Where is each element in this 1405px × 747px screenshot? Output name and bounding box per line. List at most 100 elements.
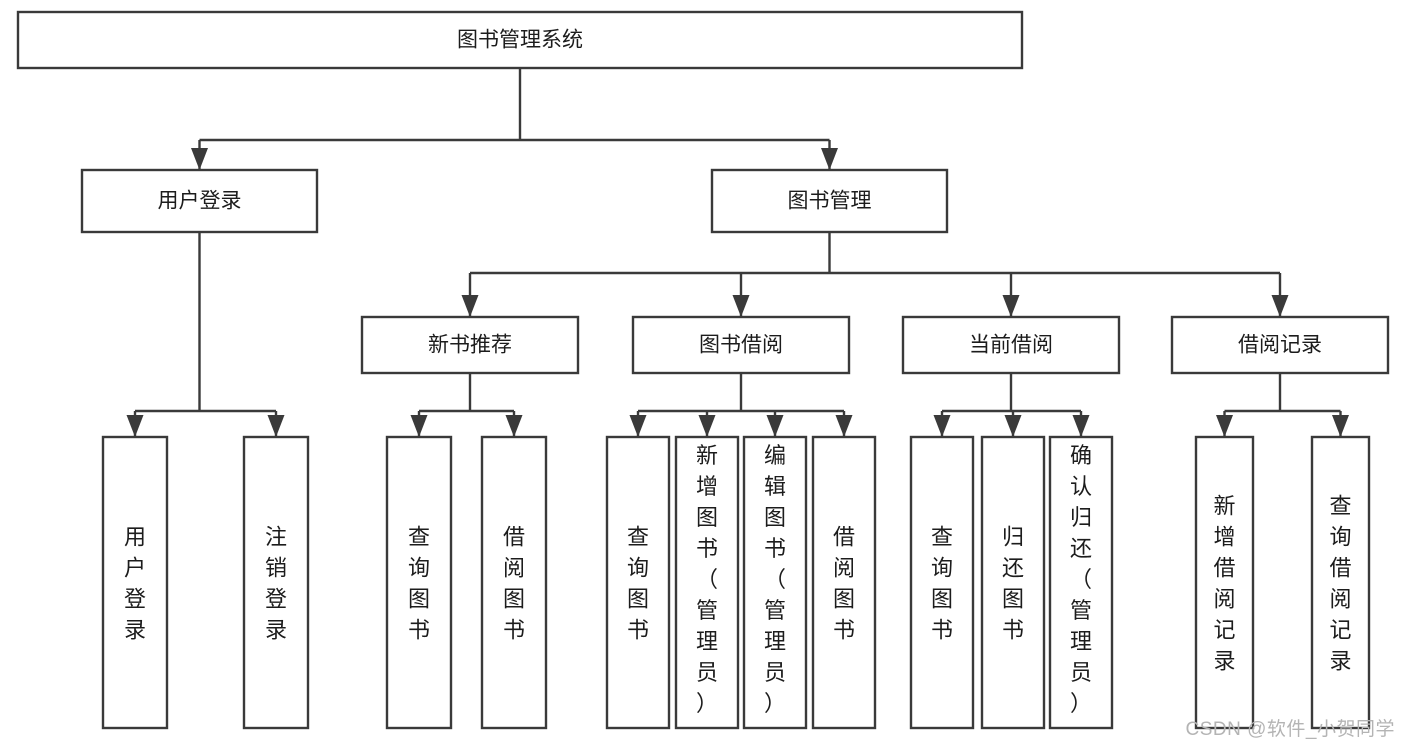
- node-label-char: 图: [833, 587, 855, 612]
- node-label-char: 图: [1002, 587, 1024, 612]
- node-leaf-user-login[interactable]: 用户登录用户登录: [101, 435, 169, 730]
- node-user-login[interactable]: 用户登录: [80, 168, 319, 234]
- node-box[interactable]: [901, 315, 1121, 375]
- node-label-char: 书: [1002, 618, 1024, 643]
- arrow-head-icon: [1271, 295, 1289, 317]
- node-borrow-record[interactable]: 借阅记录: [1170, 315, 1390, 375]
- node-label-char: 确: [1070, 443, 1092, 468]
- node-label-char: 员: [1070, 660, 1092, 685]
- node-box[interactable]: [1194, 435, 1255, 730]
- node-box[interactable]: [909, 435, 975, 730]
- node-box[interactable]: [811, 435, 877, 730]
- node-label-char: 理: [764, 629, 786, 654]
- node-label-char: 新: [696, 443, 718, 468]
- node-label-char: 新: [1213, 494, 1235, 519]
- node-leaf-borrow-book-1[interactable]: 借阅图书借阅图书: [480, 435, 548, 730]
- node-label-char: 理: [1070, 629, 1092, 654]
- node-leaf-add-record[interactable]: 新增借阅记录新增借阅记录: [1194, 435, 1255, 730]
- node-label-char: 阅: [1329, 587, 1351, 612]
- node-leaf-query-book-2[interactable]: 查询图书查询图书: [605, 435, 671, 730]
- node-label-char: 编: [764, 443, 786, 468]
- node-label-char: 阅: [833, 556, 855, 581]
- node-root-system[interactable]: 图书管理系统: [16, 10, 1024, 70]
- node-label: 当前借阅: [969, 334, 1053, 357]
- node-label-char: 用: [124, 525, 146, 550]
- node-label-char: 录: [265, 618, 287, 643]
- node-label-char: 还: [1070, 536, 1092, 561]
- node-new-book-rec[interactable]: 新书推荐: [360, 315, 580, 375]
- node-label-char: 归: [1002, 525, 1024, 550]
- node-label-char: （: [1070, 567, 1092, 592]
- node-label-char: 书: [833, 618, 855, 643]
- node-label-char: 认: [1070, 474, 1092, 499]
- node-label-char: 阅: [503, 556, 525, 581]
- node-label-char: 录: [1213, 649, 1235, 674]
- node-label: 图书借阅: [699, 334, 783, 357]
- node-label-char: 书: [408, 618, 430, 643]
- node-box[interactable]: [385, 435, 453, 730]
- node-label: 用户登录: [158, 190, 242, 213]
- node-box[interactable]: [480, 435, 548, 730]
- node-box[interactable]: [742, 435, 808, 730]
- arrow-head-icon: [505, 415, 523, 437]
- node-leaf-query-book-1[interactable]: 查询图书查询图书: [385, 435, 453, 730]
- node-box[interactable]: [605, 435, 671, 730]
- node-box[interactable]: [674, 435, 740, 730]
- arrow-head-icon: [267, 415, 285, 437]
- node-label-char: 询: [1329, 525, 1351, 550]
- node-book-manage[interactable]: 图书管理: [710, 168, 949, 234]
- node-book-borrow[interactable]: 图书借阅: [631, 315, 851, 375]
- node-box[interactable]: [1048, 435, 1114, 730]
- arrow-head-icon: [766, 415, 784, 437]
- node-label-char: 员: [764, 660, 786, 685]
- node-label-char: 图: [696, 505, 718, 530]
- node-label-char: 查: [931, 525, 953, 550]
- arrow-head-icon: [1002, 295, 1020, 317]
- node-label-char: 询: [627, 556, 649, 581]
- node-label-char: 户: [124, 556, 146, 581]
- node-label-char: 管: [1070, 598, 1092, 623]
- node-label-char: 管: [764, 598, 786, 623]
- node-leaf-return-book[interactable]: 归还图书归还图书: [980, 435, 1046, 730]
- node-label-char: ）: [1070, 691, 1092, 716]
- node-label-char: 查: [408, 525, 430, 550]
- node-current-borrow[interactable]: 当前借阅: [901, 315, 1121, 375]
- node-label: 图书管理: [788, 190, 872, 213]
- node-box[interactable]: [360, 315, 580, 375]
- node-box[interactable]: [710, 168, 949, 234]
- node-box[interactable]: [242, 435, 310, 730]
- node-label-char: 借: [833, 525, 855, 550]
- node-box[interactable]: [1310, 435, 1371, 730]
- node-label-char: 借: [503, 525, 525, 550]
- node-box[interactable]: [1170, 315, 1390, 375]
- node-label-char: 书: [764, 536, 786, 561]
- node-box[interactable]: [80, 168, 319, 234]
- arrow-head-icon: [1216, 415, 1233, 437]
- node-leaf-query-record[interactable]: 查询借阅记录查询借阅记录: [1310, 435, 1371, 730]
- node-label-char: 销: [265, 556, 287, 581]
- node-box[interactable]: [980, 435, 1046, 730]
- node-box[interactable]: [16, 10, 1024, 70]
- node-label-char: 书: [503, 618, 525, 643]
- arrow-head-icon: [835, 415, 853, 437]
- node-label-char: 登: [124, 587, 146, 612]
- node-box[interactable]: [101, 435, 169, 730]
- node-leaf-query-book-3[interactable]: 查询图书查询图书: [909, 435, 975, 730]
- node-label-char: 录: [1329, 649, 1351, 674]
- node-label-char: 图: [503, 587, 525, 612]
- node-label-char: 管: [696, 598, 718, 623]
- node-box[interactable]: [631, 315, 851, 375]
- node-leaf-borrow-book-2[interactable]: 借阅图书借阅图书: [811, 435, 877, 730]
- node-label-char: 图: [764, 505, 786, 530]
- node-label-char: 图: [931, 587, 953, 612]
- node-leaf-logout[interactable]: 注销登录注销登录: [242, 435, 310, 730]
- arrow-head-icon: [698, 415, 716, 437]
- node-label-char: ）: [696, 691, 718, 716]
- arrow-head-icon: [410, 415, 428, 437]
- node-label-char: 阅: [1213, 587, 1235, 612]
